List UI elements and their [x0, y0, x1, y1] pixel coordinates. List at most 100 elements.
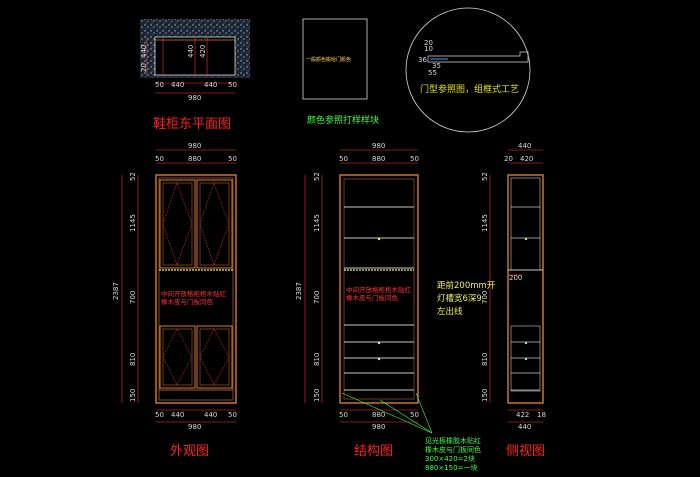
str-dim-t3: 50 — [410, 155, 419, 163]
structure-view: 980 50 880 50 中间开放格柜柜木贴红 橡木皮与门板同色 2387 5… — [295, 142, 481, 472]
ext-dim-total: 980 — [188, 142, 201, 150]
ext-dim-b-total: 980 — [188, 423, 201, 431]
str-dim-t1: 50 — [339, 155, 348, 163]
side-shelf-pin — [524, 237, 528, 241]
plan-dim-total: 980 — [188, 94, 201, 102]
side-dim-h5: 150 — [481, 389, 489, 402]
ext-upper-left-door — [159, 179, 196, 269]
ext-dim-t1: 50 — [155, 155, 164, 163]
str-dim-b-total: 980 — [372, 423, 385, 431]
ext-mid-note-1: 中间开放格柜柜木贴红 — [161, 289, 227, 298]
side-view: 440 20 420 200 52 1145 700 810 150 距前200… — [437, 142, 546, 459]
str-dim-b2: 880 — [372, 411, 385, 419]
side-upper-box — [510, 177, 541, 271]
str-cabinet-inner — [343, 178, 415, 400]
side-dim-t1: 20 — [504, 155, 513, 163]
bottom-note-2: 橡木皮与门板同色 — [425, 445, 481, 454]
str-dim-h2: 1145 — [313, 214, 321, 232]
ext-upper-right-panel — [199, 182, 230, 266]
bottom-note-4: 880×150=一块 — [425, 463, 477, 472]
door-dim-55: 55 — [428, 69, 437, 77]
plan-dim-20: 20 — [140, 63, 148, 72]
side-dim-top: 440 — [518, 142, 531, 150]
side-dim-inner: 200 — [509, 274, 522, 282]
str-shelf-pin — [377, 341, 381, 345]
side-dim-b2: 18 — [537, 411, 546, 419]
exterior-view: 980 50 880 50 中间开放格柜柜木贴红 橡木皮与门板同色 2387 5… — [112, 142, 237, 459]
ext-upper-left-diamond — [162, 182, 193, 266]
side-dim-b1: 422 — [516, 411, 529, 419]
exterior-view-title: 外观图 — [170, 444, 209, 459]
ext-dim-h1: 52 — [129, 172, 137, 181]
str-dim-t2: 880 — [372, 155, 385, 163]
str-dim-h4: 810 — [313, 353, 321, 366]
str-dim-h-total: 2387 — [295, 282, 303, 300]
door-detail: 20 10 36 35 55 门型参照图，组框式工艺 — [405, 7, 531, 133]
ext-dim-b2: 440 — [171, 411, 184, 419]
plan-view-title: 鞋柜东平面图 — [153, 116, 231, 132]
str-dim-b1: 50 — [339, 411, 348, 419]
light-note-1: 距前200mm开 — [437, 280, 496, 291]
color-swatch-label: 一般颜色搬给门颜色 — [306, 56, 351, 63]
side-dim-h4: 810 — [481, 353, 489, 366]
str-dim-total: 980 — [372, 142, 385, 150]
ext-dim-b4: 50 — [228, 411, 237, 419]
light-note-3: 左出线 — [437, 306, 463, 317]
ext-lower-right-panel — [199, 328, 230, 386]
plan-dim-420: 420 — [199, 45, 207, 58]
ext-lower-right-door — [196, 325, 233, 389]
side-cabinet-frame — [507, 174, 544, 404]
plan-dim-440b: 440 — [187, 45, 195, 58]
bottom-note-1: 见光板橡胶木贴红 — [425, 436, 481, 445]
color-block-note: 颜色参照打样样块 — [307, 114, 379, 126]
str-mid-note-2: 橡木皮与门板同色 — [346, 293, 399, 302]
ext-cabinet-frame — [155, 174, 237, 404]
side-dim-b-total: 440 — [518, 423, 531, 431]
ext-lower-left-diamond — [162, 328, 193, 386]
ext-cabinet-inner — [158, 177, 234, 401]
side-dim-h1: 52 — [481, 172, 489, 181]
str-dim-h3: 700 — [313, 291, 321, 304]
str-shelf-pin — [377, 237, 381, 241]
ext-lower-left-panel — [162, 328, 193, 386]
str-cabinet-frame — [339, 174, 419, 404]
ext-dim-t2: 880 — [188, 155, 201, 163]
side-shelf-pin — [524, 341, 528, 345]
str-leader-line — [341, 392, 433, 434]
str-dim-h5: 150 — [313, 389, 321, 402]
color-swatch-block: 一般颜色搬给门颜色 颜色参照打样样块 — [302, 18, 379, 126]
plan-dim-b1: 50 — [155, 81, 164, 89]
str-dim-b3: 50 — [410, 411, 419, 419]
door-profile — [427, 51, 529, 63]
ext-upper-left-panel — [162, 182, 193, 266]
ext-dim-h2: 1145 — [129, 214, 137, 232]
ext-dim-h5: 150 — [129, 389, 137, 402]
door-dim-35: 35 — [432, 62, 441, 70]
ext-dim-b1: 50 — [155, 411, 164, 419]
ext-dim-h3: 700 — [129, 291, 137, 304]
str-shelf-pin — [377, 357, 381, 361]
plan-dim-440: 440 — [140, 45, 148, 58]
ext-mid-note-2: 橡木皮与门板同色 — [161, 297, 214, 306]
door-detail-circle — [405, 7, 531, 133]
door-reference-note: 门型参照图，组框式工艺 — [420, 83, 519, 95]
plan-view: 440 20 440 420 50 440 440 50 980 鞋柜东平面图 — [140, 19, 250, 132]
side-lower-box — [510, 325, 541, 392]
ext-dim-h4: 810 — [129, 353, 137, 366]
structure-view-title: 结构图 — [354, 444, 393, 459]
door-dim-20: 20 — [424, 39, 433, 47]
bottom-note-3: 300×420=2块 — [425, 454, 475, 463]
ext-dim-t3: 50 — [228, 155, 237, 163]
str-leader-line — [415, 392, 433, 434]
color-swatch-frame — [302, 18, 368, 100]
ext-dim-b3: 440 — [204, 411, 217, 419]
ext-lower-right-diamond — [199, 328, 230, 386]
ext-upper-right-diamond — [199, 182, 230, 266]
light-note-2: 灯槽宽6深9 — [437, 293, 482, 304]
side-shelf-pin — [524, 357, 528, 361]
plan-dim-b2: 440 — [171, 81, 184, 89]
str-mid-note-1: 中间开放格柜柜木贴红 — [346, 285, 412, 294]
ext-upper-right-door — [196, 179, 233, 269]
str-leader-line — [379, 399, 433, 434]
